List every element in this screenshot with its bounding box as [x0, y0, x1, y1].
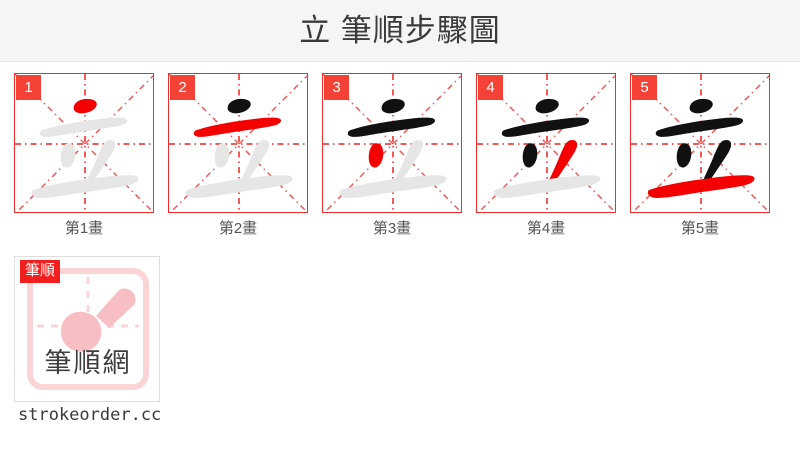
stroke-4	[701, 140, 732, 187]
stroke-4	[239, 140, 270, 187]
brush-icon	[37, 277, 139, 375]
stroke-step-caption: 第5畫	[680, 220, 720, 237]
stroke-step-2[interactable]: 2 第2畫	[168, 73, 308, 237]
step-number-badge: 5	[632, 75, 657, 100]
stroke-5	[493, 175, 601, 198]
stroke-1	[535, 98, 559, 114]
stroke-5	[31, 175, 139, 198]
stroke-step-1[interactable]: 1 第1畫	[14, 73, 154, 237]
character-strokes	[647, 98, 755, 198]
stroke-3	[60, 143, 76, 168]
stroke-5	[339, 175, 447, 198]
stroke-2	[193, 117, 282, 137]
stroke-step-caption: 第2畫	[218, 220, 258, 237]
stroke-step-caption: 第4畫	[526, 220, 566, 237]
stroke-step-caption: 第3畫	[372, 220, 412, 237]
character-strokes	[31, 98, 139, 198]
stroke-4	[547, 140, 578, 187]
stroke-step-4[interactable]: 4 第4畫	[476, 73, 616, 237]
logo-badge: 筆順	[20, 260, 61, 283]
site-url[interactable]: strokeorder.cc	[18, 405, 162, 425]
stroke-grid-1: 1	[14, 73, 154, 213]
character-strokes	[185, 98, 293, 198]
stroke-3	[676, 143, 692, 168]
stroke-1	[227, 98, 251, 114]
stroke-2	[39, 117, 128, 137]
stroke-step-row: 1 第1畫 2 第2畫 3 第3畫 4 第4畫 5 第5畫	[14, 73, 786, 237]
page-title: 立 筆順步驟圖	[299, 13, 501, 48]
stroke-2	[501, 117, 590, 137]
character-strokes	[493, 98, 601, 198]
stroke-grid-5: 5	[630, 73, 770, 213]
logo-wordmark: 筆順網	[44, 348, 132, 378]
stroke-step-5[interactable]: 5 第5畫	[630, 73, 770, 237]
logo-card[interactable]: 筆順網 筆順	[14, 256, 160, 402]
stroke-2	[655, 117, 744, 137]
stroke-3	[214, 143, 230, 168]
stroke-1	[381, 98, 405, 114]
stroke-1	[73, 98, 97, 114]
stroke-grid-2: 2	[168, 73, 308, 213]
stroke-step-caption: 第1畫	[64, 220, 104, 237]
stroke-3	[522, 143, 538, 168]
stroke-4	[393, 140, 424, 187]
step-number-badge: 1	[16, 75, 41, 100]
step-number-badge: 4	[478, 75, 503, 100]
stroke-4	[85, 140, 116, 187]
stroke-5	[185, 175, 293, 198]
step-number-badge: 2	[170, 75, 195, 100]
stroke-3	[368, 143, 384, 168]
stroke-step-3[interactable]: 3 第3畫	[322, 73, 462, 237]
stroke-1	[689, 98, 713, 114]
step-number-badge: 3	[324, 75, 349, 100]
header-band: 立 筆順步驟圖	[0, 0, 800, 62]
stroke-5	[647, 175, 755, 198]
stroke-2	[347, 117, 436, 137]
stroke-grid-4: 4	[476, 73, 616, 213]
stroke-grid-3: 3	[322, 73, 462, 213]
character-strokes	[339, 98, 447, 198]
